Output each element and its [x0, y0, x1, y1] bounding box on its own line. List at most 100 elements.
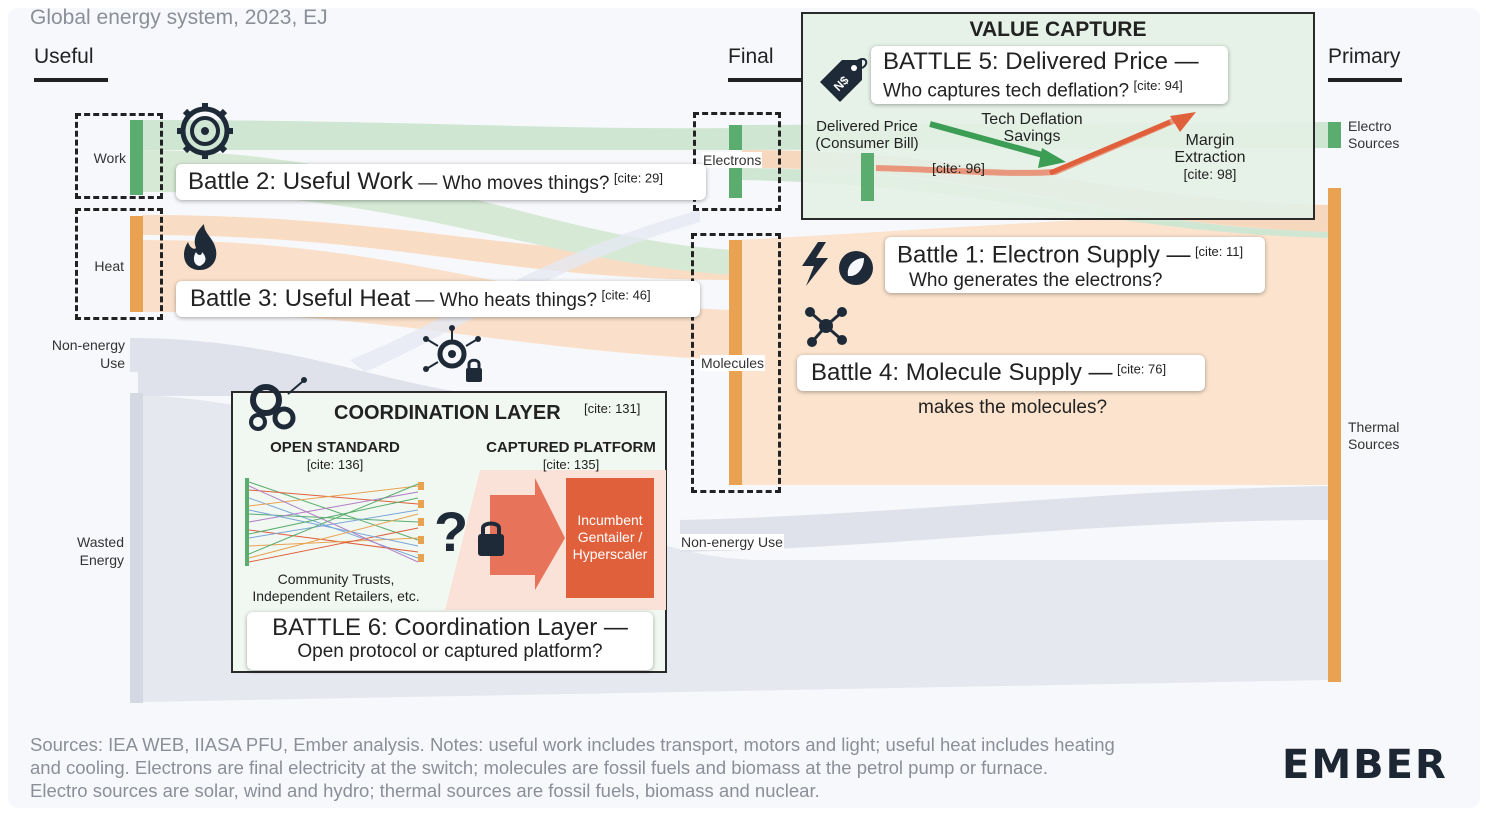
battle-3-cite: [cite: 46]: [601, 287, 651, 303]
open-standard-network: [245, 478, 424, 566]
tech-deflation-line1: Tech Deflation: [981, 111, 1083, 128]
battle-6-callout: BATTLE 6: Coordination Layer — Open prot…: [247, 612, 653, 670]
incumbent-line2: Gentailer /: [577, 529, 643, 545]
electrons-label: Electrons: [702, 152, 763, 168]
gears-icon: [249, 377, 307, 431]
battle-6-question: Open protocol or captured platform?: [297, 641, 603, 662]
wasted-node-bar: [130, 393, 143, 703]
heat-dashed-box: [75, 208, 163, 320]
column-head-final: Final: [728, 45, 774, 68]
molecules-label: Molecules: [700, 355, 766, 371]
battle-6-title: BATTLE 6: Coordination Layer —: [272, 614, 628, 641]
wasted-energy-label-line1: Wasted: [77, 534, 124, 550]
margin-extraction-line2: Extraction: [1174, 149, 1246, 166]
battle-2-title: Battle 2: Useful Work: [188, 168, 413, 195]
battle-5-question: Who captures tech deflation?: [883, 80, 1130, 102]
delivered-price-line2: (Consumer Bill): [815, 135, 919, 152]
column-rule-primary: [1328, 78, 1402, 82]
margin-extraction-line1: Margin: [1185, 132, 1235, 149]
footer-notes: Sources: IEA WEB, IIASA PFU, Ember analy…: [30, 733, 1250, 802]
flame-icon: [184, 224, 217, 270]
community-line1: Community Trusts,: [277, 571, 395, 587]
column-rule-final: [728, 78, 802, 82]
non-energy-flow-left: [138, 338, 500, 396]
column-head-useful: Useful: [34, 45, 94, 68]
margin-extraction-label: Margin Extraction [cite: 98]: [1160, 132, 1260, 183]
non-energy-flow-right: [680, 486, 1330, 552]
battle-1-title: Battle 1: Electron Supply —: [897, 241, 1191, 269]
question-mark: ?: [434, 500, 469, 563]
molecules-dashed-box: [691, 233, 781, 493]
battle-5-cite: [cite: 94]: [1133, 78, 1183, 93]
battle-3-callout: Battle 3: Useful Heat — Who heats things…: [176, 281, 700, 317]
work-dashed-box: [75, 113, 163, 199]
capture-arrow: [490, 478, 565, 590]
ember-logo: EMBER: [1282, 742, 1448, 788]
battle-1-callout: Battle 1: Electron Supply — [cite: 11] W…: [885, 237, 1265, 293]
battle-2-question: — Who moves things?: [412, 173, 610, 194]
battle-1-question: Who generates the electrons?: [909, 270, 1163, 292]
open-standard-label: OPEN STANDARD: [270, 439, 400, 456]
tech-deflation-line2: Savings: [1003, 128, 1061, 145]
battle-5-title: BATTLE 5: Delivered Price —: [883, 48, 1199, 75]
margin-extraction-cite: [cite: 98]: [1183, 166, 1237, 182]
value-capture-cite-96: [cite: 96]: [932, 160, 985, 176]
community-label: Community Trusts, Independent Retailers,…: [238, 571, 434, 605]
work-label: Work: [93, 150, 126, 166]
thermal-sources-node-bar: [1328, 188, 1341, 682]
tech-deflation-arrow: [929, 121, 1051, 160]
tech-deflation-label: Tech Deflation Savings: [968, 111, 1096, 145]
electro-sources-label: Electro Sources: [1348, 118, 1399, 152]
open-standard-cite: [cite: 136]: [306, 457, 364, 472]
molecule-icon: [805, 307, 847, 347]
thermal-sources-label: Thermal Sources: [1348, 419, 1399, 453]
footer-line-3: Electro sources are solar, wind and hydr…: [30, 780, 820, 801]
non-energy-node-bar: [130, 338, 143, 372]
column-head-primary: Primary: [1328, 45, 1401, 68]
non-energy-use-label-line1: Non-energy: [51, 337, 125, 353]
delivered-price-line1: Delivered Price: [816, 118, 918, 135]
battle-3-question: — Who heats things?: [410, 290, 598, 311]
incumbent-line1: Incumbent: [577, 512, 643, 528]
gear-network-lock-icon: [423, 325, 482, 382]
diagram-title: Global energy system, 2023, EJ: [30, 6, 328, 29]
coordination-heading: COORDINATION LAYER: [334, 402, 561, 424]
fire-leaf-icon: [839, 251, 873, 285]
electro-sources-line1: Electro: [1348, 118, 1392, 134]
value-capture-heading: VALUE CAPTURE: [969, 18, 1147, 41]
delivered-price-bar: [861, 153, 874, 201]
margin-arrowhead: [1170, 112, 1196, 132]
battle-4-callout: Battle 4: Molecule Supply — [cite: 76]: [797, 355, 1205, 391]
community-line2: Independent Retailers, etc.: [252, 588, 420, 604]
battle-4-question: makes the molecules?: [918, 397, 1108, 418]
thermal-sources-line2: Sources: [1348, 436, 1400, 452]
tech-deflation-arrowhead: [1038, 148, 1066, 168]
incumbent-line3: Hyperscaler: [572, 546, 648, 562]
battle-2-callout: Battle 2: Useful Work — Who moves things…: [176, 164, 706, 200]
battle-4-cite: [cite: 76]: [1116, 361, 1167, 377]
coordination-heading-cite: [cite: 131]: [584, 401, 641, 416]
margin-extraction-line: [875, 115, 1182, 176]
battle-5-callout: BATTLE 5: Delivered Price — Who captures…: [871, 46, 1228, 104]
electrons-node-bar-bottom: [729, 168, 742, 198]
wasted-energy-label-line2: Energy: [79, 552, 124, 568]
lightning-icon: [802, 242, 828, 286]
non-energy-use-label-line2: Use: [100, 355, 125, 371]
electro-sources-line2: Sources: [1348, 135, 1400, 151]
incumbent-label: Incumbent Gentailer / Hyperscaler: [566, 512, 654, 563]
electrons-node-bar-top: [729, 125, 742, 150]
footer-line-1: Sources: IEA WEB, IIASA PFU, Ember analy…: [30, 734, 1115, 755]
work-node-bar: [130, 120, 143, 195]
thermal-sources-line1: Thermal: [1348, 419, 1400, 435]
battle-4-title: Battle 4: Molecule Supply —: [811, 359, 1113, 386]
incumbent-block: [566, 478, 654, 598]
footer-line-2: and cooling. Electrons are final electri…: [30, 757, 1049, 778]
non-energy-use-mid-label: Non-energy Use: [680, 534, 784, 550]
electrons-dashed-box: [693, 112, 781, 211]
work-from-electrons-flow: [142, 120, 735, 150]
captured-platform-cite: [cite: 135]: [542, 457, 600, 472]
heat-node-bar: [130, 216, 143, 312]
battle-3-title: Battle 3: Useful Heat: [190, 285, 411, 312]
margin-extraction-arrow: [1049, 119, 1171, 176]
